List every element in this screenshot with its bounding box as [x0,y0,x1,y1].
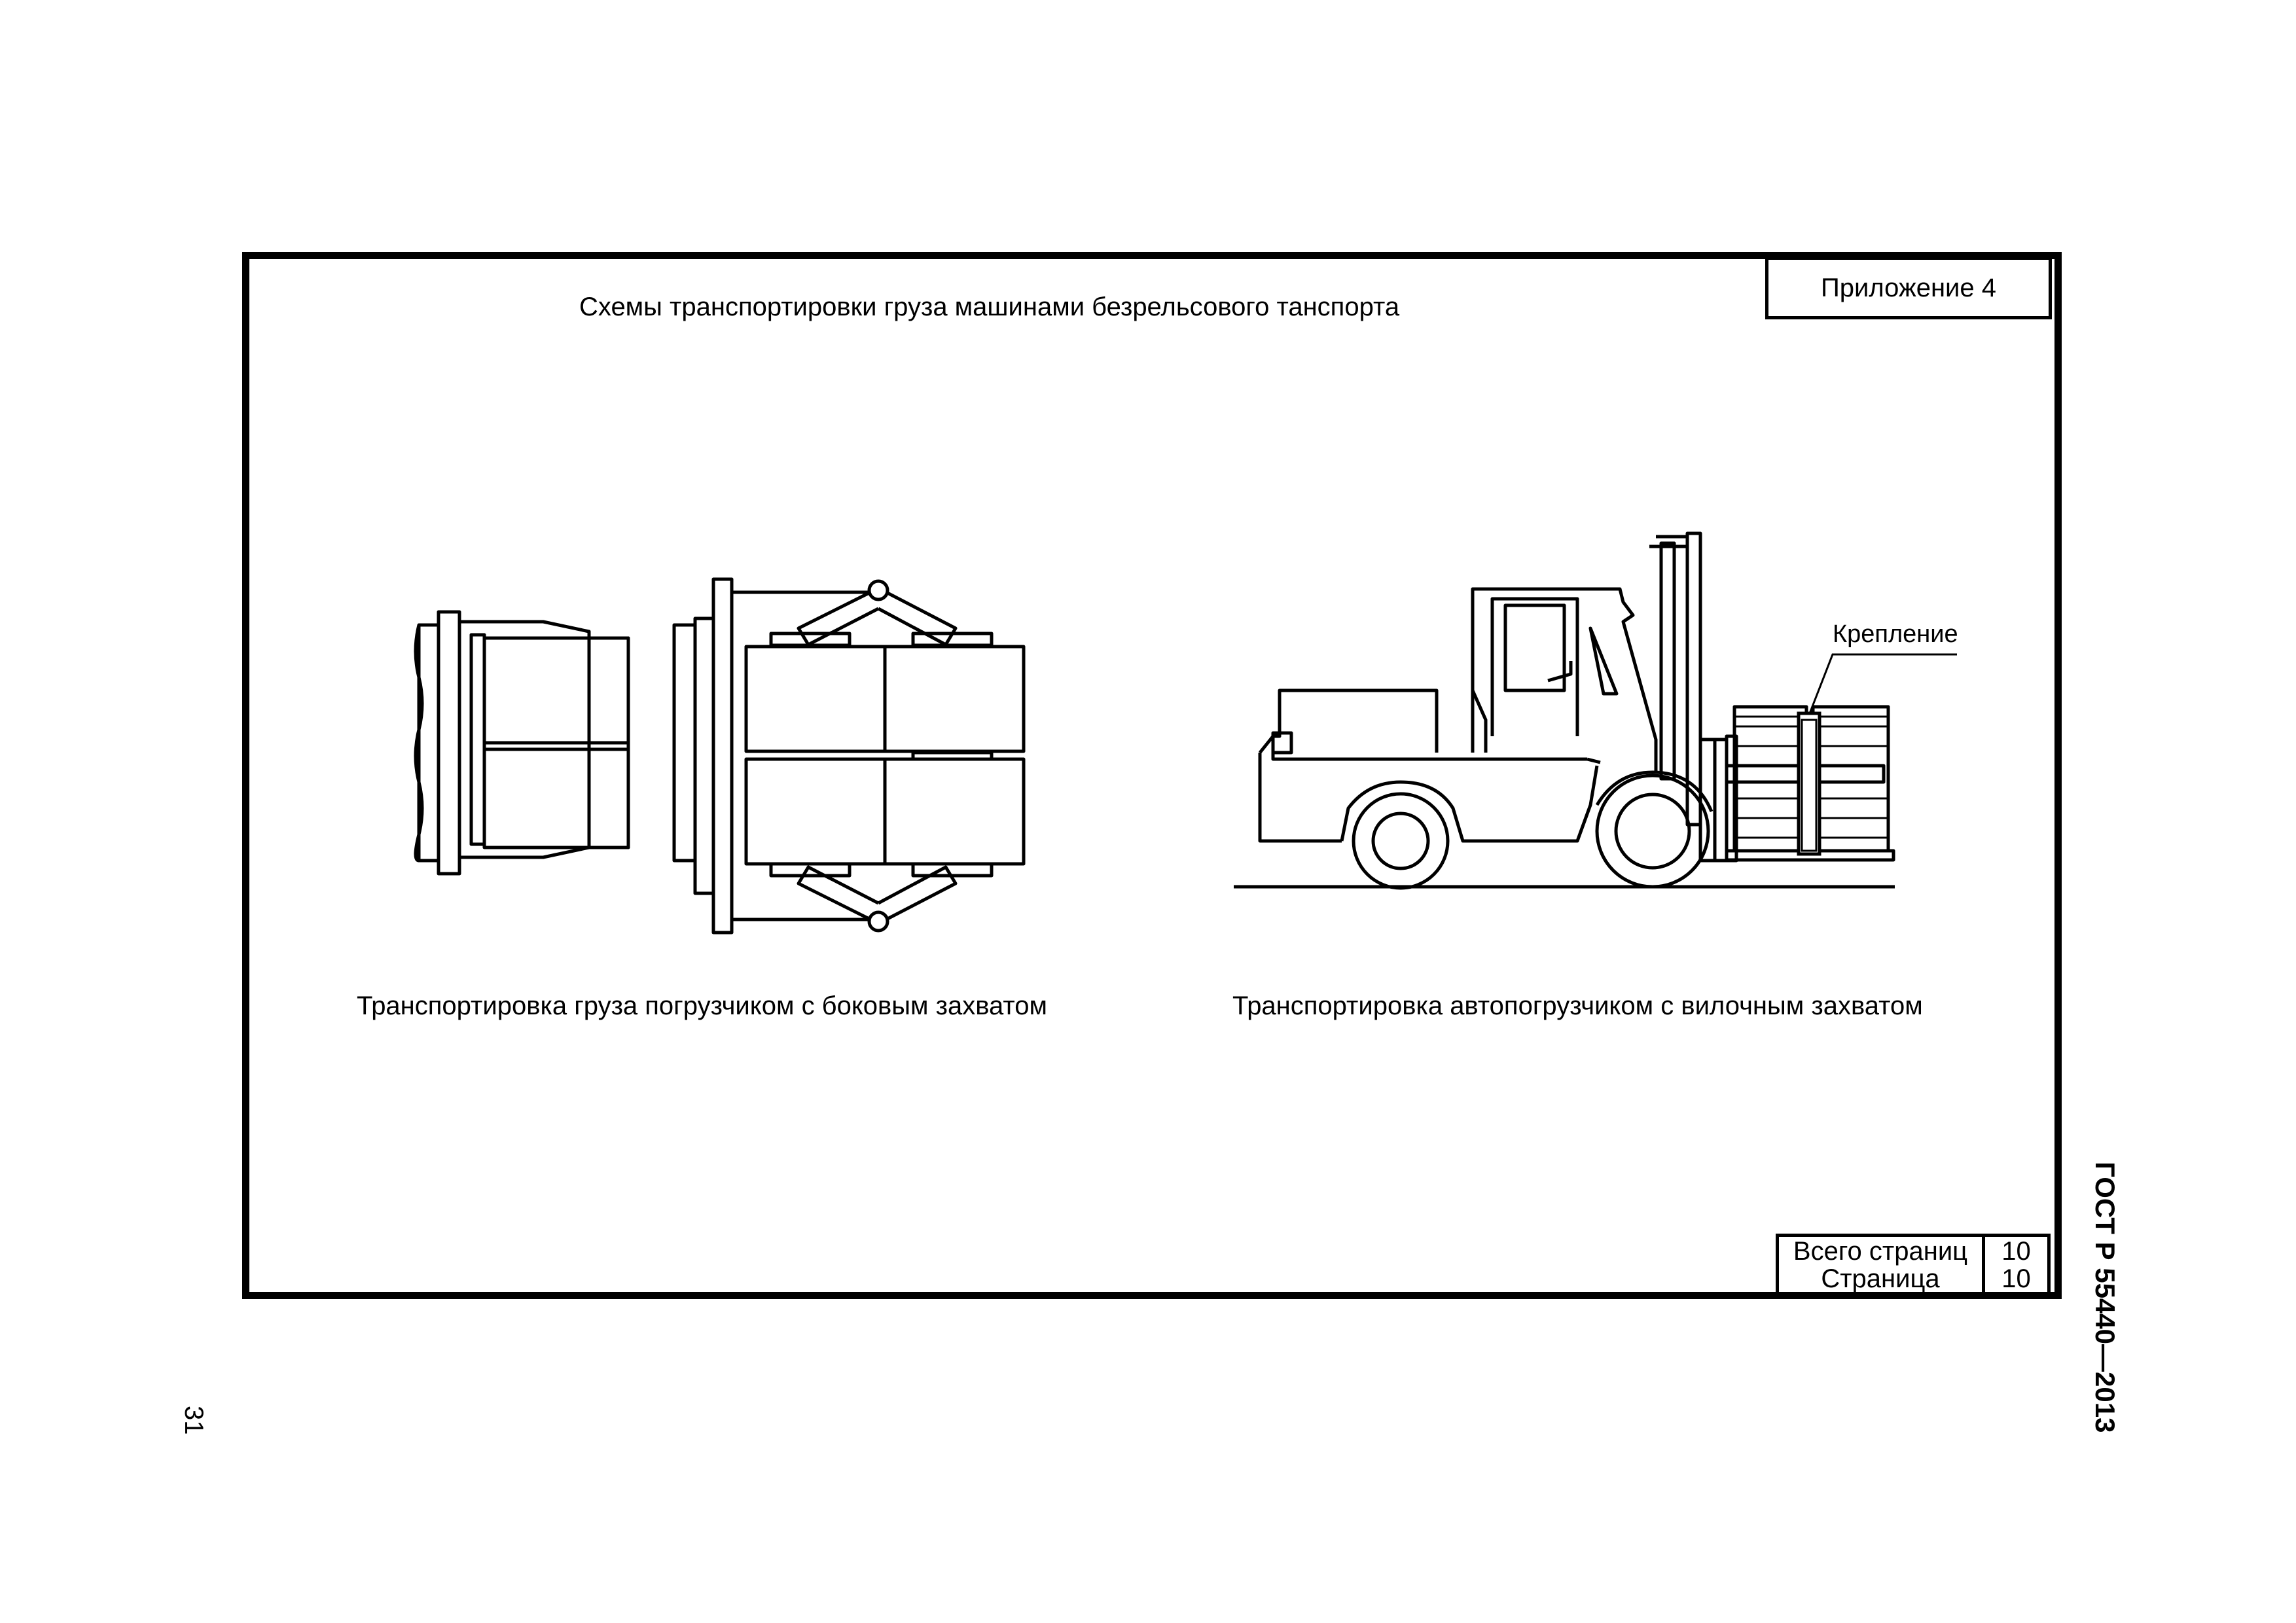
drawing-frame [242,252,2062,1299]
page-label: Страница [1821,1264,1940,1293]
page-number: 31 [179,1406,208,1435]
total-pages-label: Всего страниц [1793,1237,1968,1266]
pages-labels: Всего страниц Страница [1779,1237,1985,1293]
total-pages-value: 10 [2001,1237,2031,1266]
page-title: Схемы транспортировки груза машинами без… [579,293,1400,321]
forklift-figure [1234,531,1957,890]
page-value: 10 [2001,1264,2031,1293]
pages-values: 10 10 [1985,1237,2047,1293]
callout-label: Крепление [1833,620,1958,648]
standard-code: ГОСТ Р 55440—2013 [2090,1162,2121,1433]
caption-side-clamp: Транспортировка груза погрузчиком с боко… [357,991,1048,1020]
appendix-text: Приложение 4 [1821,273,1996,302]
pages-table: Всего страниц Страница 10 10 [1776,1234,2051,1296]
appendix-label: Приложение 4 [1765,257,2052,319]
side-clamp-loader-figure [414,577,1026,935]
caption-forklift: Транспортировка автопогрузчиком с вилочн… [1232,991,1923,1020]
